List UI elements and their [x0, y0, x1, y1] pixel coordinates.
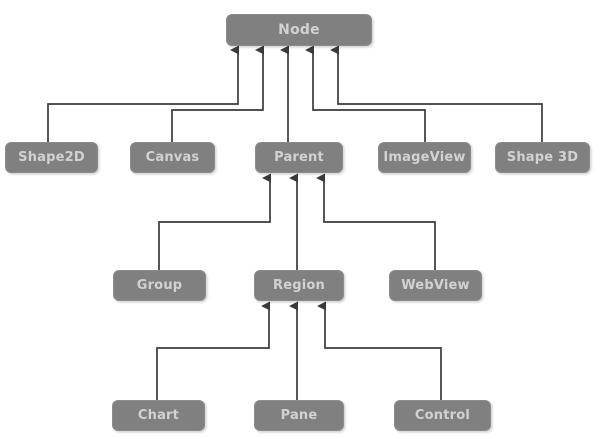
class-node-shape3d[interactable]: Shape 3D [495, 142, 590, 173]
class-node-shape2d[interactable]: Shape2D [5, 142, 98, 173]
class-node-region[interactable]: Region [254, 270, 344, 301]
class-node-label: Chart [137, 408, 180, 423]
class-node-label: Parent [274, 150, 324, 165]
edge-control-to-region [317, 301, 442, 400]
class-node-control[interactable]: Control [394, 400, 491, 431]
class-node-label: Group [136, 278, 183, 293]
class-node-label: Shape2D [18, 150, 85, 165]
edge-shape2d-to-node [47, 45, 239, 142]
class-node-label: ImageView [383, 150, 466, 165]
class-node-node[interactable]: Node [226, 14, 372, 46]
edge-shape3d-to-node [330, 45, 543, 142]
class-node-chart[interactable]: Chart [112, 400, 205, 431]
edge-chart-to-region [156, 301, 270, 400]
edge-imageview-to-node [305, 45, 426, 142]
edge-canvas-to-node [171, 45, 264, 142]
class-node-label: WebView [401, 278, 470, 293]
class-node-label: Shape 3D [506, 150, 579, 165]
class-node-parent[interactable]: Parent [255, 142, 343, 173]
class-node-pane[interactable]: Pane [254, 400, 344, 431]
edge-webview-to-parent [316, 173, 436, 270]
class-node-imageview[interactable]: ImageView [378, 142, 471, 173]
class-node-label: Region [273, 278, 325, 293]
edge-group-to-parent [158, 173, 271, 270]
class-node-canvas[interactable]: Canvas [130, 142, 215, 173]
class-node-webview[interactable]: WebView [389, 270, 482, 301]
class-node-label: Canvas [145, 150, 200, 165]
class-node-label: Node [278, 22, 320, 38]
class-node-label: Pane [280, 408, 318, 423]
class-node-label: Control [414, 408, 471, 423]
class-node-group[interactable]: Group [113, 270, 206, 301]
